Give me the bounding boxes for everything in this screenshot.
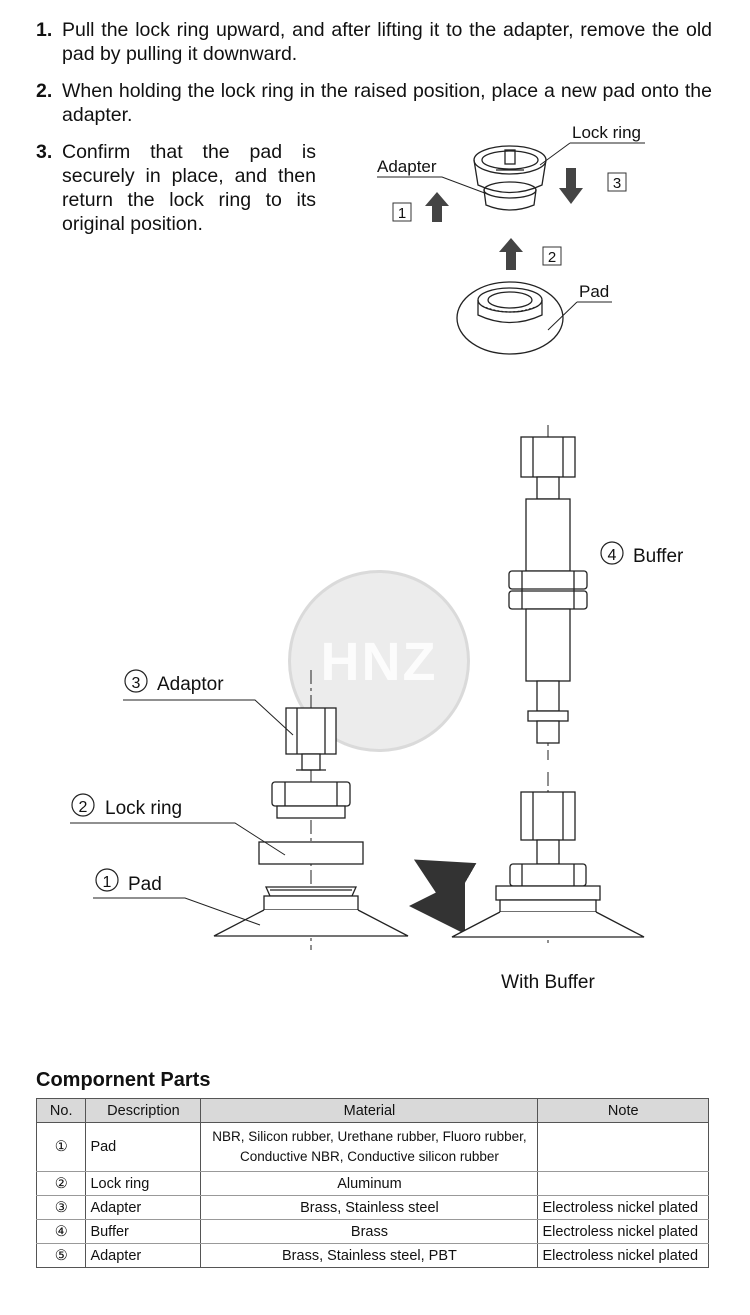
cell-material: NBR, Silicon rubber, Urethane rubber, Fl… (200, 1122, 539, 1172)
arrow-down-icon (559, 168, 583, 204)
label-adapter: Adapter (377, 157, 437, 176)
label-lock-ring: Lock ring (572, 123, 641, 142)
callout-number-1: 1 (103, 874, 112, 891)
table-row: ⑤ Adapter Brass, Stainless steel, PBT El… (35, 1243, 709, 1268)
table-header-row: No. Description Material Note (35, 1098, 709, 1123)
assembly-diagram: 1 2 3 Lock ring Adapter Pad 3 Adaptor 2 … (70, 123, 684, 993)
cell-no: ④ (35, 1219, 87, 1244)
cell-description: Buffer (85, 1219, 202, 1244)
cell-description: Adapter (85, 1243, 202, 1268)
label-adaptor: Adaptor (157, 674, 224, 695)
label-buffer: Buffer (633, 546, 684, 567)
step-box-2-label: 2 (548, 249, 556, 266)
label-pad-exploded: Pad (128, 874, 162, 895)
step-number: 1. (36, 19, 53, 41)
watermark-text: HNZ (320, 632, 438, 692)
cell-note (537, 1122, 709, 1172)
top-pad-illustration (456, 281, 564, 355)
arrow-diagonal-icon (413, 859, 477, 912)
step-box-1 (392, 202, 412, 222)
cell-description: Pad (85, 1122, 202, 1172)
material-line: NBR, Silicon rubber, Urethane rubber, Fl… (212, 1129, 527, 1144)
cell-note: Electroless nickel plated (537, 1243, 709, 1268)
label-pad: Pad (579, 282, 609, 301)
callout-number-4: 4 (608, 547, 617, 564)
exploded-view (213, 670, 409, 950)
step-box-3 (607, 172, 627, 192)
cell-description: Adapter (85, 1195, 202, 1220)
with-buffer-assembly (451, 772, 645, 945)
material-line: Conductive NBR, Conductive silicon rubbe… (240, 1149, 499, 1164)
column-header: Material (200, 1098, 539, 1123)
cell-no: ① (35, 1122, 87, 1172)
table-row: ① Pad NBR, Silicon rubber, Urethane rubb… (35, 1122, 709, 1172)
step-box-3-label: 3 (613, 175, 621, 192)
step-number: 2. (36, 80, 53, 102)
column-header: Description (85, 1098, 202, 1123)
cell-material: Aluminum (200, 1171, 539, 1196)
top-lock-ring-illustration (473, 145, 547, 211)
cell-no: ② (35, 1171, 87, 1196)
step-box-2 (542, 246, 562, 266)
callout-number-2: 2 (79, 799, 88, 816)
section-title: Compornent Parts (36, 1069, 211, 1091)
cell-material: Brass, Stainless steel (200, 1195, 539, 1220)
cell-no: ③ (35, 1195, 87, 1220)
component-parts-table: No. Description Material Note ① Pad NBR,… (35, 1098, 709, 1268)
table-row: ③ Adapter Brass, Stainless steel Electro… (35, 1195, 709, 1220)
step-box-1-label: 1 (398, 205, 406, 222)
step-text: Pull the lock ring upward, and after lif… (62, 19, 712, 65)
step-text: Confirm that the pad is securely in plac… (62, 141, 316, 235)
cell-material: Brass, Stainless steel, PBT (200, 1243, 539, 1268)
cell-note (537, 1171, 709, 1196)
table-row: ④ Buffer Brass Electroless nickel plated (35, 1219, 709, 1244)
cell-material: Brass (200, 1219, 539, 1244)
arrow-up-icon (425, 192, 449, 222)
column-header: No. (35, 1098, 87, 1123)
column-header: Note (537, 1098, 709, 1123)
cell-no: ⑤ (35, 1243, 87, 1268)
cell-note: Electroless nickel plated (537, 1219, 709, 1244)
step-text: When holding the lock ring in the raised… (62, 80, 712, 126)
arrow-up-icon (499, 238, 523, 270)
watermark-logo: HNZ (288, 570, 470, 752)
table-row: ② Lock ring Aluminum (35, 1171, 709, 1196)
buffer-illustration (508, 425, 588, 760)
callout-number-3: 3 (132, 675, 141, 692)
cell-description: Lock ring (85, 1171, 202, 1196)
label-with-buffer: With Buffer (501, 972, 595, 993)
step-number: 3. (36, 141, 53, 163)
cell-note: Electroless nickel plated (537, 1195, 709, 1220)
label-lock-ring-exploded: Lock ring (105, 798, 182, 819)
